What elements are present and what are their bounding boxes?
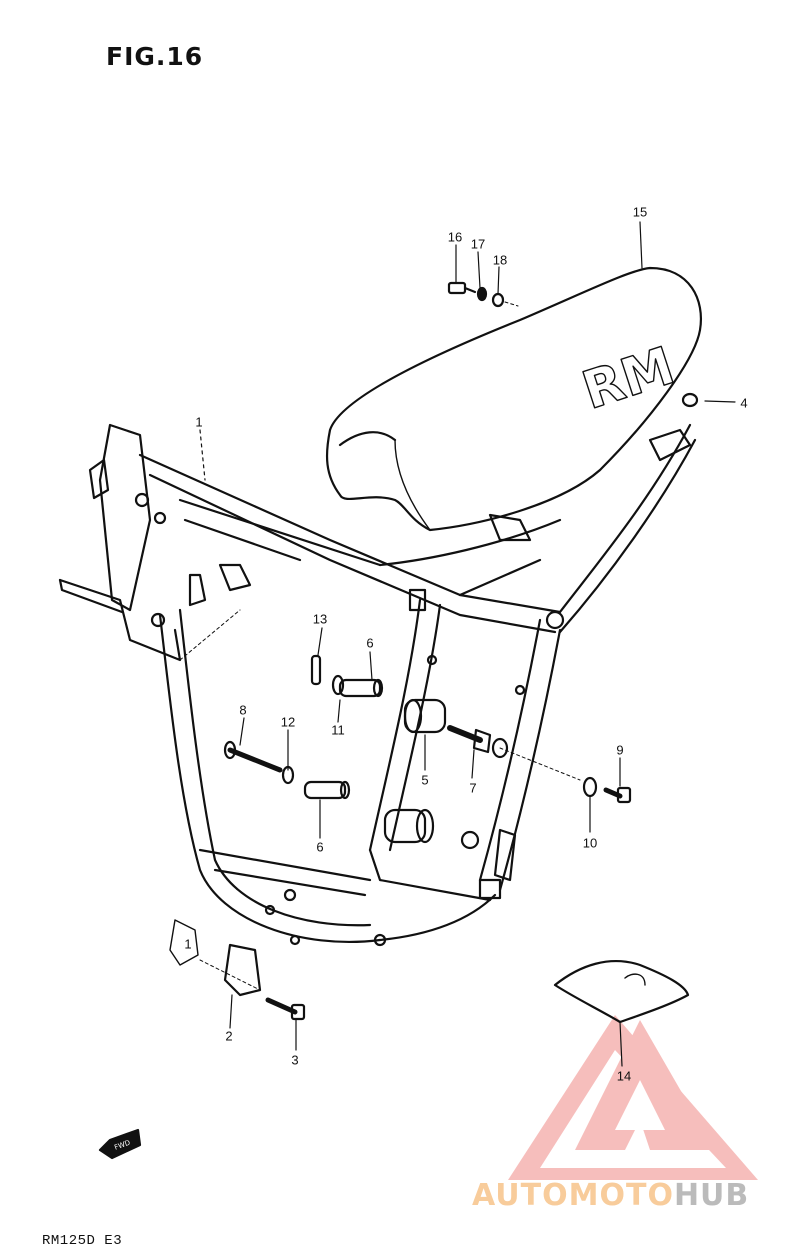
- watermark-text: AUTOMOTOHUB: [472, 1178, 749, 1213]
- callout-4: 4: [740, 395, 748, 411]
- main-frame: [58, 423, 697, 947]
- watermark-part1: AUTOMOTO: [472, 1178, 674, 1213]
- callout-8: 8: [239, 702, 247, 718]
- callout-5: 5: [421, 772, 429, 788]
- callout-15: 15: [632, 204, 648, 220]
- leader-lines: [199, 221, 736, 1067]
- callout-10: 10: [582, 835, 598, 851]
- callout-12: 12: [280, 714, 296, 730]
- callout-1-secondary: 1: [184, 936, 192, 952]
- callout-13: 13: [312, 611, 328, 627]
- callout-17: 17: [470, 236, 486, 252]
- callout-16: 16: [447, 229, 463, 245]
- seat: RM: [325, 266, 702, 532]
- engine-mount-plates: [169, 919, 262, 997]
- callout-6-upper: 6: [366, 635, 374, 651]
- seat-logo: RM: [576, 336, 682, 421]
- rear-plate: [553, 960, 690, 1024]
- callout-9: 9: [616, 742, 624, 758]
- engine-mount-rubbers: [281, 674, 447, 844]
- watermark-part2: HUB: [673, 1178, 750, 1213]
- callout-7: 7: [469, 780, 477, 796]
- mount-bolts: [179, 392, 699, 1021]
- figure-title: FIG.16: [106, 42, 204, 71]
- callout-1: 1: [195, 414, 203, 430]
- callout-2: 2: [225, 1028, 233, 1044]
- callout-18: 18: [492, 252, 508, 268]
- fwd-arrow: FWD: [98, 1128, 142, 1160]
- callout-14: 14: [616, 1068, 632, 1084]
- callout-3: 3: [291, 1052, 299, 1068]
- seat-bolt-set: [447, 281, 519, 308]
- watermark-logo: [508, 1015, 758, 1180]
- model-code: RM125D E3: [42, 1233, 123, 1249]
- callout-6-lower: 6: [316, 839, 324, 855]
- callout-11: 11: [331, 722, 345, 738]
